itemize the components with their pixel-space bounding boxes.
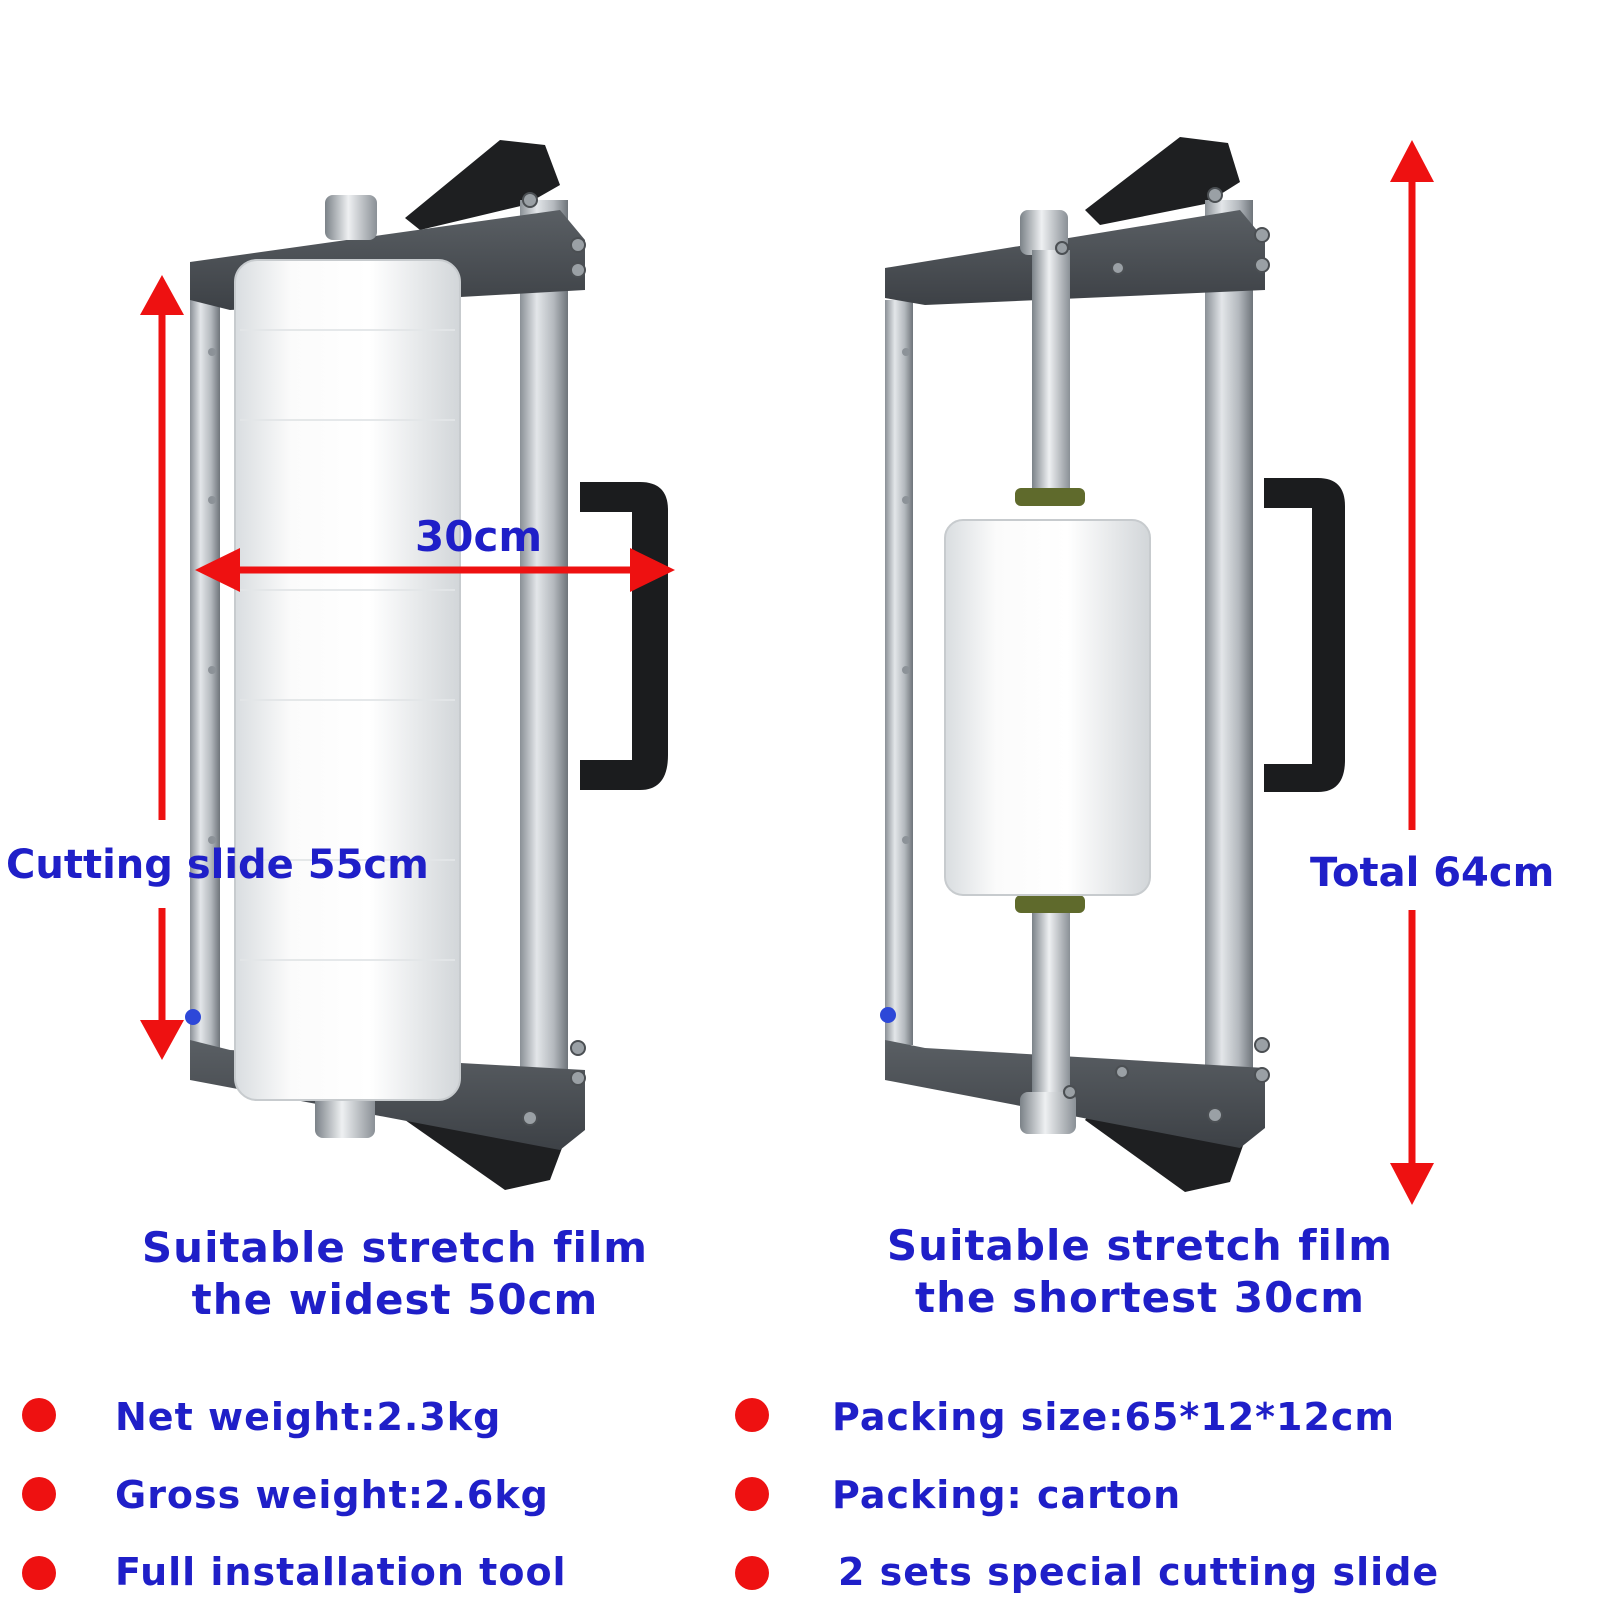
top-plate [885, 210, 1265, 305]
cutting-slide-label: Cutting slide 55cm [6, 842, 429, 888]
width-label: 30cm [415, 512, 543, 561]
stretch-film-roll [944, 519, 1151, 896]
bottom-spindle [315, 1090, 375, 1138]
dispenser-short-film [880, 137, 1345, 1192]
top-mount-bracket [1085, 137, 1240, 225]
left-caption: Suitable stretch film the widest 50cm [90, 1222, 700, 1326]
right-caption: Suitable stretch film the shortest 30cm [835, 1220, 1445, 1324]
right-caption-line2: the shortest 30cm [915, 1273, 1365, 1322]
width-arrow [195, 548, 675, 592]
upper-shaft [1032, 250, 1070, 500]
spec-net-weight: Net weight:2.3kg [115, 1395, 502, 1439]
spec-gross-weight: Gross weight:2.6kg [115, 1473, 549, 1517]
spec-packing-size: Packing size:65*12*12cm [832, 1395, 1396, 1439]
top-spindle [1020, 210, 1068, 255]
cutting-slide-rail [190, 292, 220, 1052]
bullet-icon [735, 1477, 769, 1511]
slide-lock-knob [185, 1009, 201, 1025]
top-spindle [325, 195, 377, 240]
slide-lock-knob [880, 1007, 896, 1023]
carry-handle [580, 482, 668, 790]
main-rail [520, 200, 568, 1120]
top-mount-bracket [405, 140, 560, 230]
stretch-film-roll [234, 259, 461, 1101]
bullet-icon [22, 1398, 56, 1432]
cutting-slide-arrow [140, 275, 184, 1060]
bullet-icon [22, 1556, 56, 1590]
dispenser-wide-film [185, 140, 668, 1190]
main-rail [1205, 200, 1253, 1115]
spec-cutting-slide: 2 sets special cutting slide [838, 1550, 1440, 1594]
hub-bottom [1015, 895, 1085, 913]
spec-installation-tool: Full installation tool [115, 1550, 567, 1594]
lower-shaft [1032, 900, 1070, 1105]
bullet-icon [22, 1477, 56, 1511]
total-height-arrow [1390, 140, 1434, 1205]
carry-handle [1264, 478, 1345, 792]
left-caption-line1: Suitable stretch film [141, 1223, 649, 1272]
bottom-spindle [1020, 1092, 1076, 1134]
bullet-icon [735, 1398, 769, 1432]
hub-top [1015, 488, 1085, 506]
spec-packing: Packing: carton [832, 1473, 1182, 1517]
right-caption-line1: Suitable stretch film [886, 1221, 1394, 1270]
total-height-label: Total 64cm [1310, 850, 1555, 896]
left-caption-line2: the widest 50cm [191, 1275, 599, 1324]
bullet-icon [735, 1556, 769, 1590]
